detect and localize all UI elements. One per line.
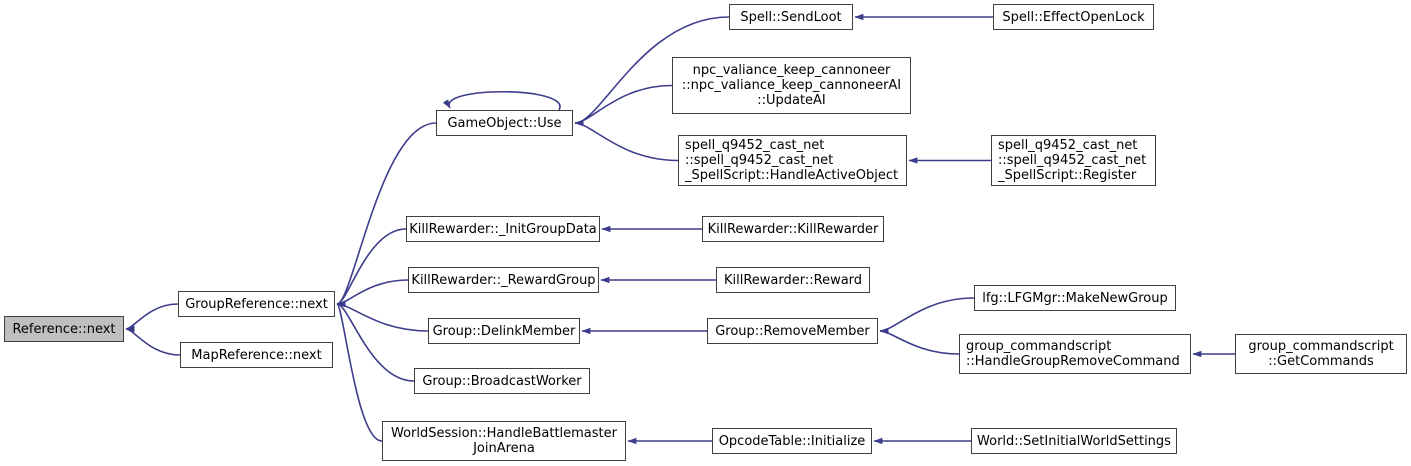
graph-node-reference_next[interactable]: Reference::next bbox=[4, 316, 124, 342]
graph-edge-worldsession_handlebattlemaster-to-group_reference_next bbox=[336, 300, 383, 442]
graph-node-label: lfg::LFGMgr::MakeNewGroup bbox=[982, 290, 1168, 306]
graph-node-label: group_commandscript bbox=[1248, 339, 1394, 354]
graph-node-label: MapReference::next bbox=[191, 347, 322, 363]
graph-node-label: Reference::next bbox=[12, 321, 116, 337]
graph-edge-group_commandscript_handle-to-group_removemember bbox=[879, 327, 960, 355]
graph-edge-group_reference_next-to-reference_next bbox=[125, 303, 179, 333]
graph-node-group_reference_next[interactable]: GroupReference::next bbox=[178, 291, 335, 317]
graph-edge-gameobject_use-to-gameobject_use bbox=[442, 90, 561, 111]
graph-node-label: KillRewarder::Reward bbox=[723, 272, 863, 288]
graph-node-killrewarder_initgroupdata[interactable]: KillRewarder::_InitGroupData bbox=[406, 216, 600, 242]
graph-node-spell_sendloot[interactable]: Spell::SendLoot bbox=[729, 4, 853, 30]
graph-node-label: ::UpdateAI bbox=[757, 93, 826, 108]
graph-node-label: npc_valiance_keep_cannoneer bbox=[692, 63, 891, 78]
graph-node-label: WorldSession::HandleBattlemaster bbox=[391, 426, 617, 441]
graph-edge-group_broadcastworker-to-group_reference_next bbox=[336, 300, 415, 382]
graph-node-killrewarder_rewardgroup[interactable]: KillRewarder::_RewardGroup bbox=[408, 267, 599, 293]
graph-node-label: _SpellScript::HandleActiveObject bbox=[685, 168, 899, 183]
graph-node-label: Group::RemoveMember bbox=[715, 323, 870, 339]
graph-node-label: ::GetCommands bbox=[1268, 354, 1374, 369]
graph-node-label: ::HandleGroupRemoveCommand bbox=[966, 354, 1180, 369]
graph-node-spell_effectopenlock[interactable]: Spell::EffectOpenLock bbox=[993, 4, 1154, 30]
graph-node-label: JoinArena bbox=[473, 441, 535, 456]
graph-node-label: Spell::EffectOpenLock bbox=[1002, 9, 1145, 25]
graph-node-label: KillRewarder::_InitGroupData bbox=[409, 221, 597, 237]
graph-node-spell_q9452_register[interactable]: spell_q9452_cast_net::spell_q9452_cast_n… bbox=[991, 135, 1156, 186]
graph-node-label: Group::BroadcastWorker bbox=[422, 373, 582, 389]
graph-node-label: ::npc_valiance_keep_cannoneerAI bbox=[681, 78, 902, 93]
graph-node-group_broadcastworker[interactable]: Group::BroadcastWorker bbox=[414, 368, 590, 394]
graph-node-label: _SpellScript::Register bbox=[998, 168, 1137, 183]
graph-node-group_removemember[interactable]: Group::RemoveMember bbox=[707, 318, 878, 344]
graph-node-group_commandscript_handle[interactable]: group_commandscript::HandleGroupRemoveCo… bbox=[959, 334, 1191, 374]
graph-edge-killrewarder_rewardgroup-to-group_reference_next bbox=[336, 279, 409, 308]
graph-node-label: Spell::SendLoot bbox=[740, 9, 842, 25]
graph-node-killrewarder_reward[interactable]: KillRewarder::Reward bbox=[716, 267, 870, 293]
graph-node-group_delinkmember[interactable]: Group::DelinkMember bbox=[428, 318, 580, 344]
graph-node-spell_q9452_handle[interactable]: spell_q9452_cast_net::spell_q9452_cast_n… bbox=[678, 135, 907, 186]
graph-node-label: ::spell_q9452_cast_net bbox=[998, 153, 1147, 168]
graph-node-npc_valiance[interactable]: npc_valiance_keep_cannoneer::npc_valianc… bbox=[672, 57, 911, 114]
graph-node-map_reference_next[interactable]: MapReference::next bbox=[180, 342, 333, 368]
graph-edge-map_reference_next-to-reference_next bbox=[125, 325, 181, 356]
graph-node-label: World::SetInitialWorldSettings bbox=[977, 433, 1171, 449]
graph-edge-killrewarder_initgroupdata-to-group_reference_next bbox=[336, 228, 407, 308]
graph-node-label: ::spell_q9452_cast_net bbox=[685, 153, 834, 168]
graph-node-label: Group::DelinkMember bbox=[432, 323, 576, 339]
graph-edge-npc_valiance-to-gameobject_use bbox=[574, 84, 673, 127]
graph-node-group_commandscript_get[interactable]: group_commandscript::GetCommands bbox=[1235, 334, 1407, 374]
graph-edge-spell_q9452_handle-to-gameobject_use bbox=[574, 119, 679, 162]
graph-node-label: spell_q9452_cast_net bbox=[998, 138, 1138, 153]
graph-edge-group_delinkmember-to-group_reference_next bbox=[336, 300, 429, 332]
graph-node-killrewarder_killrewarder[interactable]: KillRewarder::KillRewarder bbox=[702, 216, 884, 242]
graph-edge-lfg_makenewgroup-to-group_removemember bbox=[879, 297, 975, 335]
graph-node-world_setinitialworldsettings[interactable]: World::SetInitialWorldSettings bbox=[971, 428, 1177, 454]
graph-node-gameobject_use[interactable]: GameObject::Use bbox=[436, 110, 573, 136]
graph-node-label: spell_q9452_cast_net bbox=[685, 138, 825, 153]
graph-node-opcodetable_initialize[interactable]: OpcodeTable::Initialize bbox=[712, 428, 872, 454]
graph-node-label: group_commandscript bbox=[966, 339, 1112, 354]
graph-node-label: KillRewarder::_RewardGroup bbox=[411, 272, 596, 288]
graph-node-label: KillRewarder::KillRewarder bbox=[707, 221, 879, 237]
graph-node-lfg_makenewgroup[interactable]: lfg::LFGMgr::MakeNewGroup bbox=[974, 285, 1176, 311]
graph-node-label: OpcodeTable::Initialize bbox=[718, 433, 866, 449]
graph-node-label: GameObject::Use bbox=[447, 115, 562, 131]
graph-node-label: GroupReference::next bbox=[185, 296, 328, 312]
